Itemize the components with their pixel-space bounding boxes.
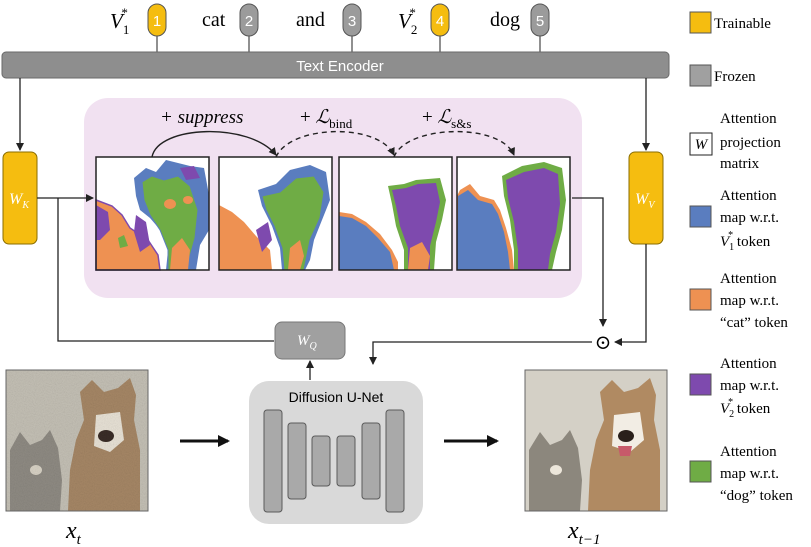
attention-map-3 (338, 156, 453, 271)
sas-loss-label: + ℒs&s (422, 107, 471, 131)
token-v2-text: V2* (398, 5, 417, 37)
legend-cat-line1: Attention (720, 271, 777, 287)
legend-cat-map: Attention map w.r.t. “cat” token (689, 271, 788, 331)
token-cat: cat 2 (202, 3, 259, 52)
legend-v2-line2: map w.r.t. (720, 378, 779, 394)
text-encoder-bar (1, 51, 670, 79)
token-and: and 3 (296, 3, 362, 52)
token-dog: dog 5 (490, 3, 550, 52)
token-and-index: 3 (348, 13, 356, 30)
text-encoder-label: Text Encoder (296, 58, 384, 75)
legend-dog-line1: Attention (720, 444, 777, 460)
connector-arrows (16, 78, 650, 380)
legend-trainable: Trainable (689, 11, 771, 34)
legend-swatch-frozen (689, 64, 712, 87)
unet-label: Diffusion U-Net (289, 389, 384, 405)
suppress-label: + suppress (160, 107, 243, 128)
token-dog-index: 5 (536, 13, 544, 30)
legend-swatch-trainable (689, 11, 712, 34)
legend-swatch-cat (689, 288, 712, 311)
legend-v1-line2: map w.r.t. (720, 210, 779, 226)
legend-swatch-v1 (689, 205, 712, 228)
token-v2: V2* 4 (398, 3, 450, 52)
attention-map-4 (456, 156, 571, 271)
legend-frozen-label: Frozen (714, 69, 756, 85)
legend-v2-line3: V2* token (720, 397, 771, 420)
wv-label: WV (635, 191, 656, 211)
token-row: V1* 1 cat 2 and 3 V2* 4 dog (110, 3, 550, 52)
legend-dog-map: Attention map w.r.t. “dog” token (689, 444, 793, 504)
wq-box: WQ (274, 321, 346, 360)
legend-trainable-label: Trainable (714, 16, 771, 32)
wv-box: WV (628, 151, 664, 245)
legend-swatch-v2 (689, 373, 712, 396)
token-v1-text: V1* (110, 5, 129, 37)
legend-v2-map: Attention map w.r.t. V2* token (689, 356, 779, 420)
hadamard-product-symbol: ⊙ (595, 332, 612, 354)
xt1-label: xt−1 (567, 518, 600, 547)
xt-label: xt (65, 518, 82, 547)
diffusion-unet: Diffusion U-Net (249, 381, 423, 524)
legend-projection-matrix: W Attention projection matrix (689, 111, 781, 172)
token-cat-index: 2 (245, 13, 253, 30)
legend-projection-line1: Attention (720, 111, 777, 127)
attention-map-1 (95, 156, 210, 271)
token-v2-index: 4 (436, 13, 444, 30)
legend-w-box (689, 132, 713, 156)
legend-cat-line2: map w.r.t. (720, 293, 779, 309)
legend-swatch-dog (689, 460, 712, 483)
noisy-image-xt (5, 369, 149, 512)
legend-projection-line2: projection (720, 135, 781, 151)
legend-v1-map: Attention map w.r.t. V1* token (689, 188, 779, 253)
token-dog-text: dog (490, 9, 520, 31)
token-and-text: and (296, 9, 325, 31)
attention-map-2 (218, 156, 333, 271)
unet-blocks (263, 409, 405, 513)
legend-cat-line3: “cat” token (720, 315, 788, 331)
token-cat-text: cat (202, 9, 226, 31)
wk-label: WK (9, 191, 30, 211)
legend-w-symbol: W (695, 137, 709, 153)
token-v1: V1* 1 (110, 3, 167, 52)
legend-v1-line3: V1* token (720, 230, 771, 253)
legend: Trainable Frozen W Attention projection … (689, 11, 793, 504)
bind-loss-label: + ℒbind (300, 107, 353, 131)
wk-box: WK (2, 151, 38, 245)
denoised-image-xt1 (524, 369, 668, 512)
text-encoder: Text Encoder (1, 51, 670, 79)
legend-v1-line1: Attention (720, 188, 777, 204)
legend-frozen: Frozen (689, 64, 756, 87)
legend-dog-line2: map w.r.t. (720, 466, 779, 482)
legend-dog-line3: “dog” token (720, 488, 793, 504)
operation-arrows (151, 130, 515, 158)
legend-projection-line3: matrix (720, 156, 760, 172)
legend-v2-line1: Attention (720, 356, 777, 372)
token-v1-index: 1 (153, 13, 161, 30)
wq-label: WQ (297, 333, 318, 352)
